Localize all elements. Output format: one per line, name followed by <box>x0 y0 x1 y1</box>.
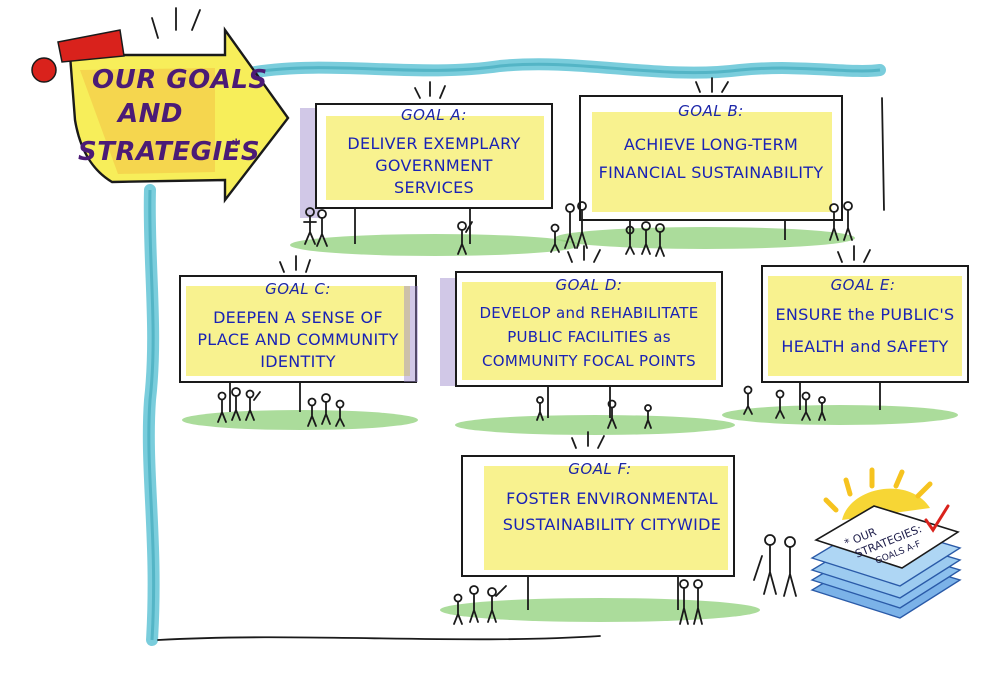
title-asterisk: * <box>232 135 241 154</box>
goal-a-line-1: DELIVER EXEMPLARY <box>347 134 520 153</box>
people-group-a-center-icon <box>457 221 473 255</box>
people-group-b-center-icon <box>625 221 665 257</box>
goal-b-line-2: FINANCIAL SUSTAINABILITY <box>599 163 824 182</box>
goal-a-line-3: SERVICES <box>394 178 474 197</box>
goal-f-line-2: SUSTAINABILITY CITYWIDE <box>503 515 721 534</box>
goal-c-line-2: PLACE AND COMMUNITY <box>197 330 398 349</box>
title-line-3: STRATEGIES <box>78 137 260 167</box>
goal-b-label: GOAL B: <box>678 102 744 120</box>
people-group-d-icon <box>536 396 652 429</box>
goal-f-billboard: GOAL F: FOSTER ENVIRONMENTAL SUSTAINABIL… <box>440 431 760 622</box>
people-group-f-left-icon <box>453 585 507 625</box>
people-group-e-icon <box>743 385 826 421</box>
title-arrow: OUR GOALS AND STRATEGIES * <box>31 7 290 204</box>
people-group-a-left-icon <box>303 207 328 247</box>
checkmark-icon <box>924 504 950 533</box>
people-group-c-left-icon <box>217 387 261 423</box>
goal-c-label: GOAL C: <box>265 280 331 298</box>
goal-c-line-3: IDENTITY <box>260 352 336 371</box>
goal-d-billboard: GOAL D: DEVELOP and REHABILITATE PUBLIC … <box>440 245 735 435</box>
goal-e-label: GOAL E: <box>831 276 896 294</box>
people-group-c-right-icon <box>307 393 345 427</box>
goal-e-line-2: HEALTH and SAFETY <box>781 337 948 356</box>
paper-stack-icon <box>810 505 962 619</box>
people-group-b-right-icon <box>829 201 853 241</box>
strategies-stack: * OUR STRATEGIES: GOALS A-F <box>810 467 962 619</box>
goal-d-line-2: PUBLIC FACILITIES as <box>507 328 671 346</box>
goal-d-line-1: DEVELOP and REHABILITATE <box>479 304 698 322</box>
goal-f-label: GOAL F: <box>568 460 631 478</box>
goal-d-line-3: COMMUNITY FOCAL POINTS <box>482 352 696 370</box>
goal-a-line-2: GOVERNMENT <box>375 156 493 175</box>
goal-a-label: GOAL A: <box>401 106 467 124</box>
goal-b-line-1: ACHIEVE LONG-TERM <box>624 135 798 154</box>
goal-c-line-1: DEEPEN A SENSE OF <box>213 308 383 327</box>
goal-a-billboard: GOAL A: DELIVER EXEMPLARY GOVERNMENT SER… <box>290 81 580 256</box>
goal-b-billboard: GOAL B: ACHIEVE LONG-TERM FINANCIAL SUST… <box>555 77 855 249</box>
title-line-2: AND <box>116 99 183 129</box>
goal-e-billboard: GOAL E: ENSURE the PUBLIC'S HEALTH and S… <box>722 245 969 425</box>
elderly-couple-icon <box>753 534 797 597</box>
title-line-1: OUR GOALS <box>92 65 268 95</box>
goal-f-line-1: FOSTER ENVIRONMENTAL <box>506 489 718 508</box>
goal-c-billboard: GOAL C: DEEPEN A SENSE OF PLACE AND COMM… <box>179 255 418 430</box>
river <box>142 58 886 646</box>
people-group-f-center-icon <box>679 579 703 625</box>
goal-d-label: GOAL D: <box>556 276 623 294</box>
people-figures <box>217 201 853 625</box>
red-marker-dot-icon <box>31 57 57 83</box>
people-group-ab-icon <box>550 201 588 253</box>
goal-e-line-1: ENSURE the PUBLIC'S <box>776 305 955 324</box>
